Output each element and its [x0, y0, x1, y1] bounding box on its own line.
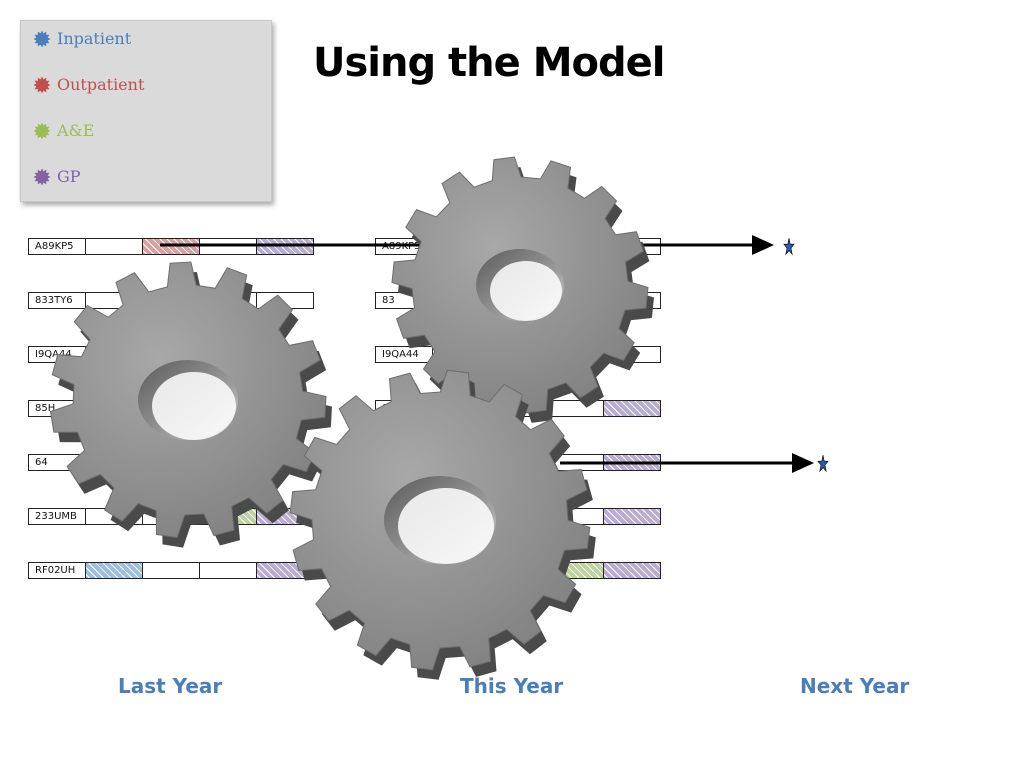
- page-title: Using the Model: [313, 40, 665, 86]
- legend-label-gp: GP: [57, 167, 81, 186]
- record-cell: [603, 562, 661, 579]
- record-id: 833TY6: [28, 292, 86, 309]
- arrow-bottom: [560, 453, 814, 473]
- gear-icon: [49, 261, 332, 548]
- this-year-label: This Year: [460, 674, 564, 698]
- starburst-icon: [33, 75, 51, 94]
- legend-item-gp: GP: [33, 167, 81, 186]
- star-icon: [817, 454, 829, 473]
- gear-icon: [289, 369, 596, 680]
- legend-item-inpatient: Inpatient: [33, 29, 131, 48]
- legend-label-ae: A&E: [57, 121, 95, 140]
- next-year-label: Next Year: [800, 674, 910, 698]
- record-id: 233UMB: [28, 508, 86, 525]
- legend-label-outpatient: Outpatient: [57, 75, 145, 94]
- record-cell: [603, 400, 661, 417]
- gear-icon: [391, 156, 654, 423]
- last-year-label: Last Year: [118, 674, 223, 698]
- record-cell: [603, 508, 661, 525]
- record-id: I9QA44: [375, 346, 433, 363]
- starburst-icon: [33, 29, 51, 48]
- record-row: RF02UH: [28, 562, 314, 579]
- legend-item-ae: A&E: [33, 121, 94, 140]
- legend-item-outpatient: Outpatient: [33, 75, 144, 94]
- legend-label-inpatient: Inpatient: [57, 29, 132, 48]
- starburst-icon: [33, 121, 51, 140]
- star-icon: [783, 237, 795, 256]
- legend-panel: Inpatient Outpatient A&E GP: [20, 20, 272, 202]
- starburst-icon: [33, 167, 51, 186]
